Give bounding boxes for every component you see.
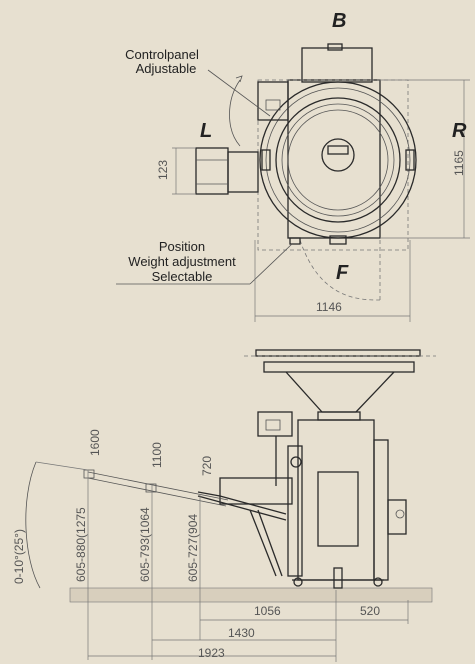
top-view	[116, 43, 470, 322]
label-left-side: L	[200, 120, 213, 142]
dim-range-near: 605-727(904	[186, 513, 200, 582]
callout-weight-line1: Position	[158, 239, 206, 254]
top-frame	[287, 79, 381, 239]
side-view	[25, 349, 436, 662]
label-back-side: B	[332, 10, 347, 32]
dim-range-far: 605-880(1275	[74, 507, 88, 582]
dim-height-720: 720	[200, 455, 214, 476]
floor	[69, 587, 433, 603]
dim-range-mid: 605-793(1064	[138, 507, 152, 582]
dim-chute-123: 123	[156, 159, 170, 180]
dim-1923: 1923	[198, 646, 225, 660]
machine-body	[297, 419, 375, 581]
callout-control-panel-line1: Controlpanel	[125, 47, 199, 62]
dim-1056: 1056	[254, 604, 281, 618]
dim-height-1600: 1600	[88, 429, 102, 456]
top-rear-box	[301, 47, 373, 83]
bowl-outer-circle	[259, 81, 417, 239]
left-chute	[195, 147, 229, 195]
callout-weight-line2: Weight adjustment	[128, 254, 236, 269]
dim-height-1100: 1100	[150, 442, 164, 468]
dim-depth-1165: 1165	[452, 150, 466, 176]
callout-control-panel-line2: Adjustable	[135, 61, 197, 76]
dim-width-1146: 1146	[316, 300, 342, 314]
control-panel-box	[257, 81, 289, 121]
label-front-side: F	[336, 262, 349, 284]
label-right-side: R	[452, 120, 467, 142]
rear-motor	[387, 499, 407, 535]
conveyor	[219, 477, 293, 505]
callout-weight-line3: Selectable	[151, 269, 213, 284]
side-control-panel	[257, 411, 293, 437]
dim-angle: 0-10°(25°)	[12, 529, 26, 584]
funnel	[285, 371, 395, 413]
dim-520: 520	[360, 604, 381, 618]
dim-1430: 1430	[228, 626, 255, 640]
bowl-center	[321, 138, 355, 172]
